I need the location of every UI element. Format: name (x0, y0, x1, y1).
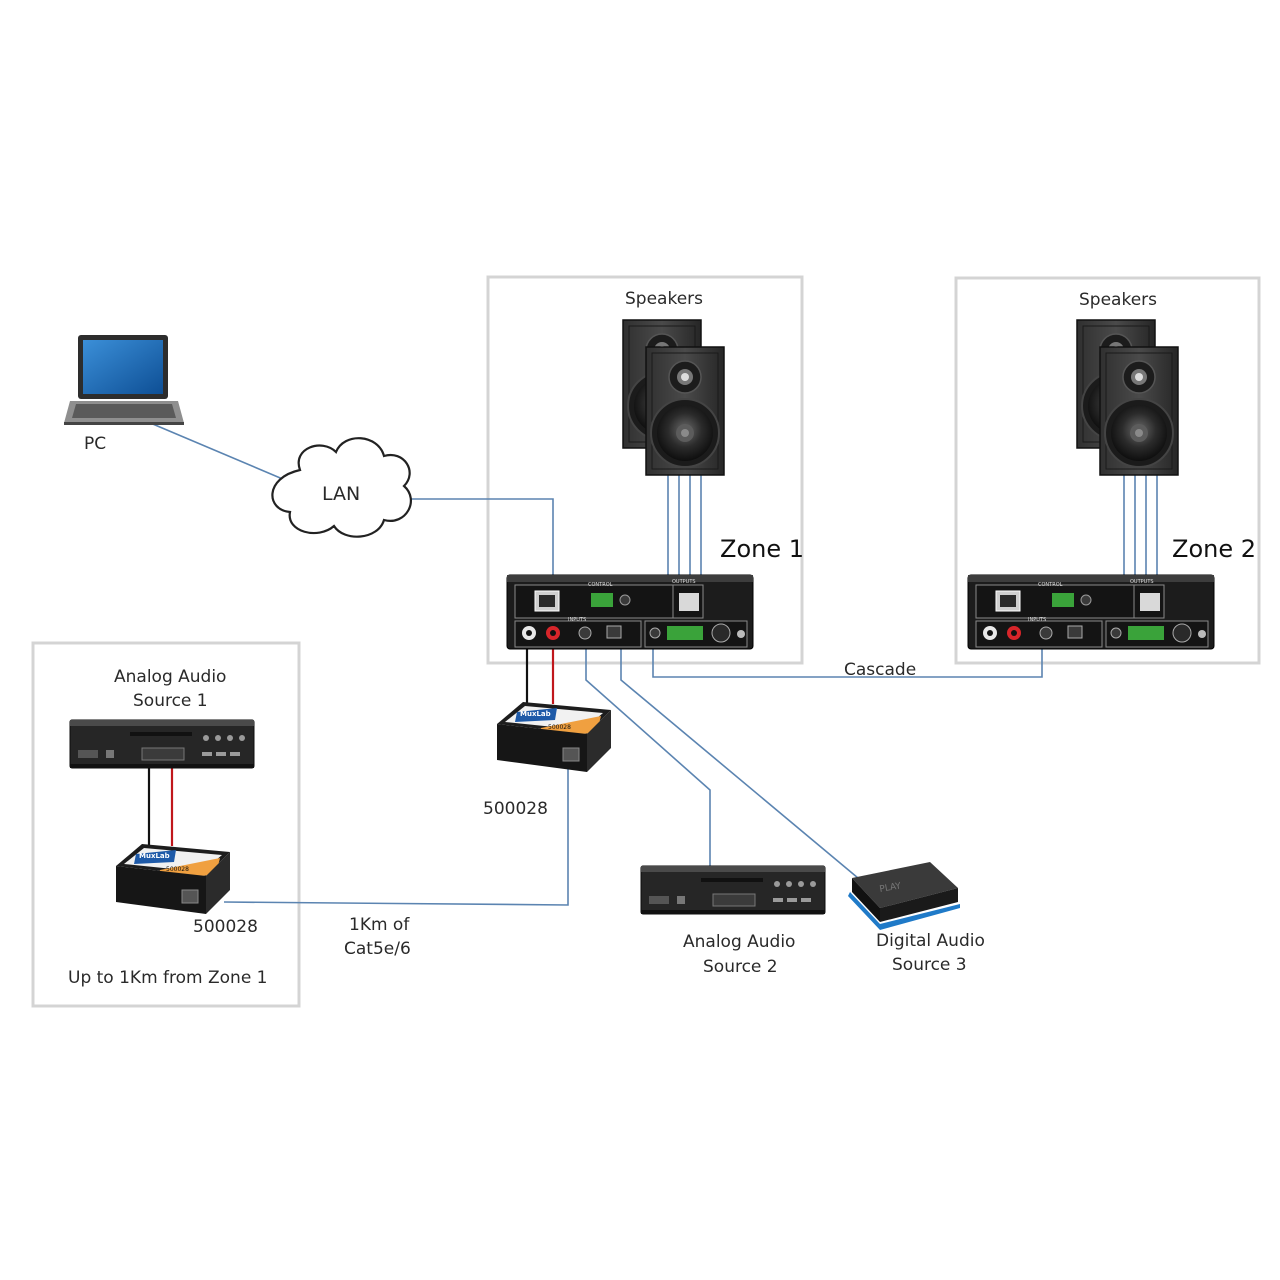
source3-cable (620, 637, 859, 879)
analog-wires (147, 640, 555, 846)
zone1-label: Zone 1 (720, 535, 804, 563)
zone2-speakers-label: Speakers (1079, 290, 1158, 310)
amp1-inputs-label: INPUTS (568, 617, 586, 623)
cascade-label: Cascade (844, 660, 917, 680)
analog-source2-label-line1: Analog Audio (683, 932, 796, 952)
dvd-player-icon (69, 719, 255, 769)
svg-text:500028: 500028 (166, 866, 189, 873)
analog-source1-label-line2: Source 1 (133, 691, 208, 711)
amp2-control-label: CONTROL (1038, 582, 1063, 588)
cat5-cable (223, 760, 569, 906)
network-cables (147, 421, 1158, 906)
svg-text:MuxLab: MuxLab (139, 852, 170, 860)
dvd-player-icon (640, 865, 826, 915)
balun-icon: MuxLab 500028 (496, 701, 612, 773)
balun-center-label: 500028 (483, 799, 548, 819)
svg-text:PLAY: PLAY (879, 881, 903, 895)
balun-left-label: 500028 (193, 917, 258, 937)
zone2-box (954, 276, 1261, 665)
remote-source-box (31, 641, 301, 1008)
pc-lan-cable (147, 421, 286, 481)
digital-source3-label-line2: Source 3 (892, 955, 967, 975)
amp2-inputs-label: INPUTS (1028, 617, 1046, 623)
amp2-outputs-label: OUTPUTS (1130, 579, 1154, 585)
laptop-icon (64, 335, 184, 425)
svg-text:MuxLab: MuxLab (520, 710, 551, 718)
amp1-outputs-label: OUTPUTS (672, 579, 696, 585)
balun-icon: MuxLab 500028 (115, 843, 231, 915)
analog-source2-label-line2: Source 2 (703, 957, 778, 977)
source2-cable (585, 637, 711, 868)
distance-note: Up to 1Km from Zone 1 (68, 968, 268, 988)
digital-source3-label-line1: Digital Audio (876, 931, 985, 951)
svg-text:500028: 500028 (548, 724, 571, 731)
zone1-speakers-label: Speakers (625, 289, 704, 309)
analog-source1-label-line1: Analog Audio (114, 667, 227, 687)
zone2-label: Zone 2 (1172, 535, 1256, 563)
speaker-icon (622, 319, 725, 476)
cable-label-line2: Cat5e/6 (344, 939, 411, 959)
pc-label: PC (84, 434, 107, 454)
cloud-icon (271, 437, 412, 538)
zone-amplifier-icon: CONTROL INPUTS OUTPUTS (967, 574, 1215, 650)
lan-label: LAN (322, 483, 361, 505)
speaker-icon (1076, 319, 1179, 476)
amp1-control-label: CONTROL (588, 582, 613, 588)
media-player-icon: PLAY (848, 862, 960, 930)
lan-zone1-cable (410, 498, 554, 592)
cascade-cable (652, 628, 1043, 678)
zone1-box (486, 275, 804, 665)
cable-label-line1: 1Km of (349, 915, 410, 935)
zone-amplifier-icon: CONTROL INPUTS OUTPUTS (506, 574, 754, 650)
